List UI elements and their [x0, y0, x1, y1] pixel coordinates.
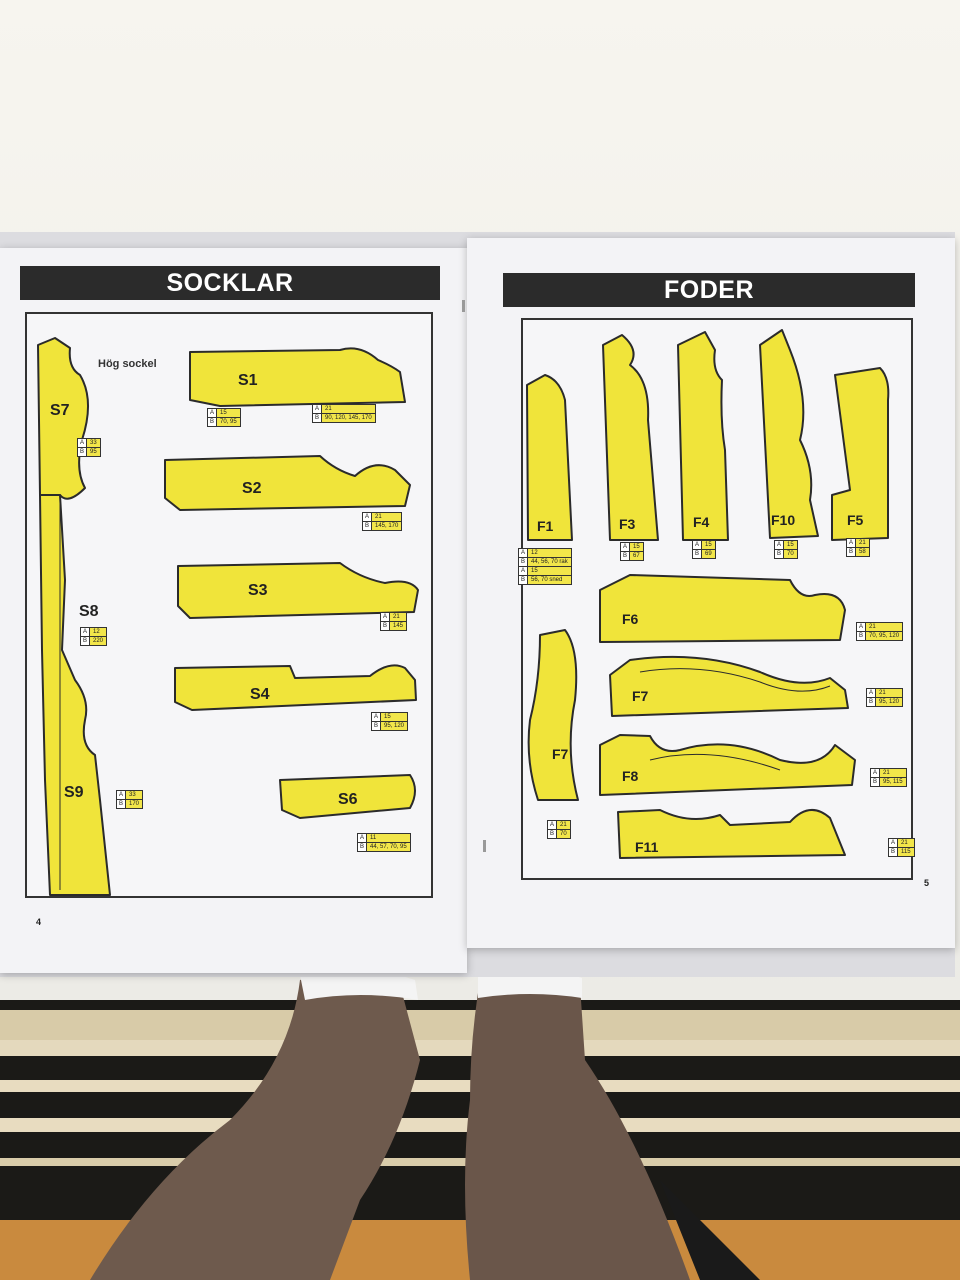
profile-label-f3: F3 — [619, 516, 636, 532]
profile-label-f6: F6 — [622, 611, 639, 627]
profile-label-s1: S1 — [238, 372, 258, 389]
profile-label-f4: F4 — [693, 514, 710, 530]
staple — [462, 300, 465, 312]
profile-label-s9: S9 — [64, 784, 84, 801]
profile-label-s7: S7 — [50, 402, 70, 419]
page-number: 5 — [924, 878, 930, 888]
profile-label-f5: F5 — [847, 512, 864, 528]
profile-label-f8: F8 — [622, 768, 639, 784]
page-title: SOCKLAR — [20, 266, 440, 300]
profile-label-f7-vertical: F7 — [552, 746, 569, 762]
profile-label-f7: F7 — [632, 688, 649, 704]
page-number: 4 — [36, 917, 42, 927]
staple — [483, 840, 486, 852]
profile-label-f1: F1 — [537, 518, 554, 534]
profile-label-f11: F11 — [635, 839, 659, 855]
profile-label-s6: S6 — [338, 791, 358, 808]
high-skirting-note: Hög sockel — [98, 358, 157, 370]
profile-label-s2: S2 — [242, 480, 262, 497]
profile-label-s4: S4 — [250, 686, 270, 703]
profile-label-s3: S3 — [248, 582, 268, 599]
page-title: FODER — [503, 273, 915, 307]
profile-label-s8: S8 — [79, 603, 99, 620]
profile-label-f10: F10 — [771, 512, 796, 528]
